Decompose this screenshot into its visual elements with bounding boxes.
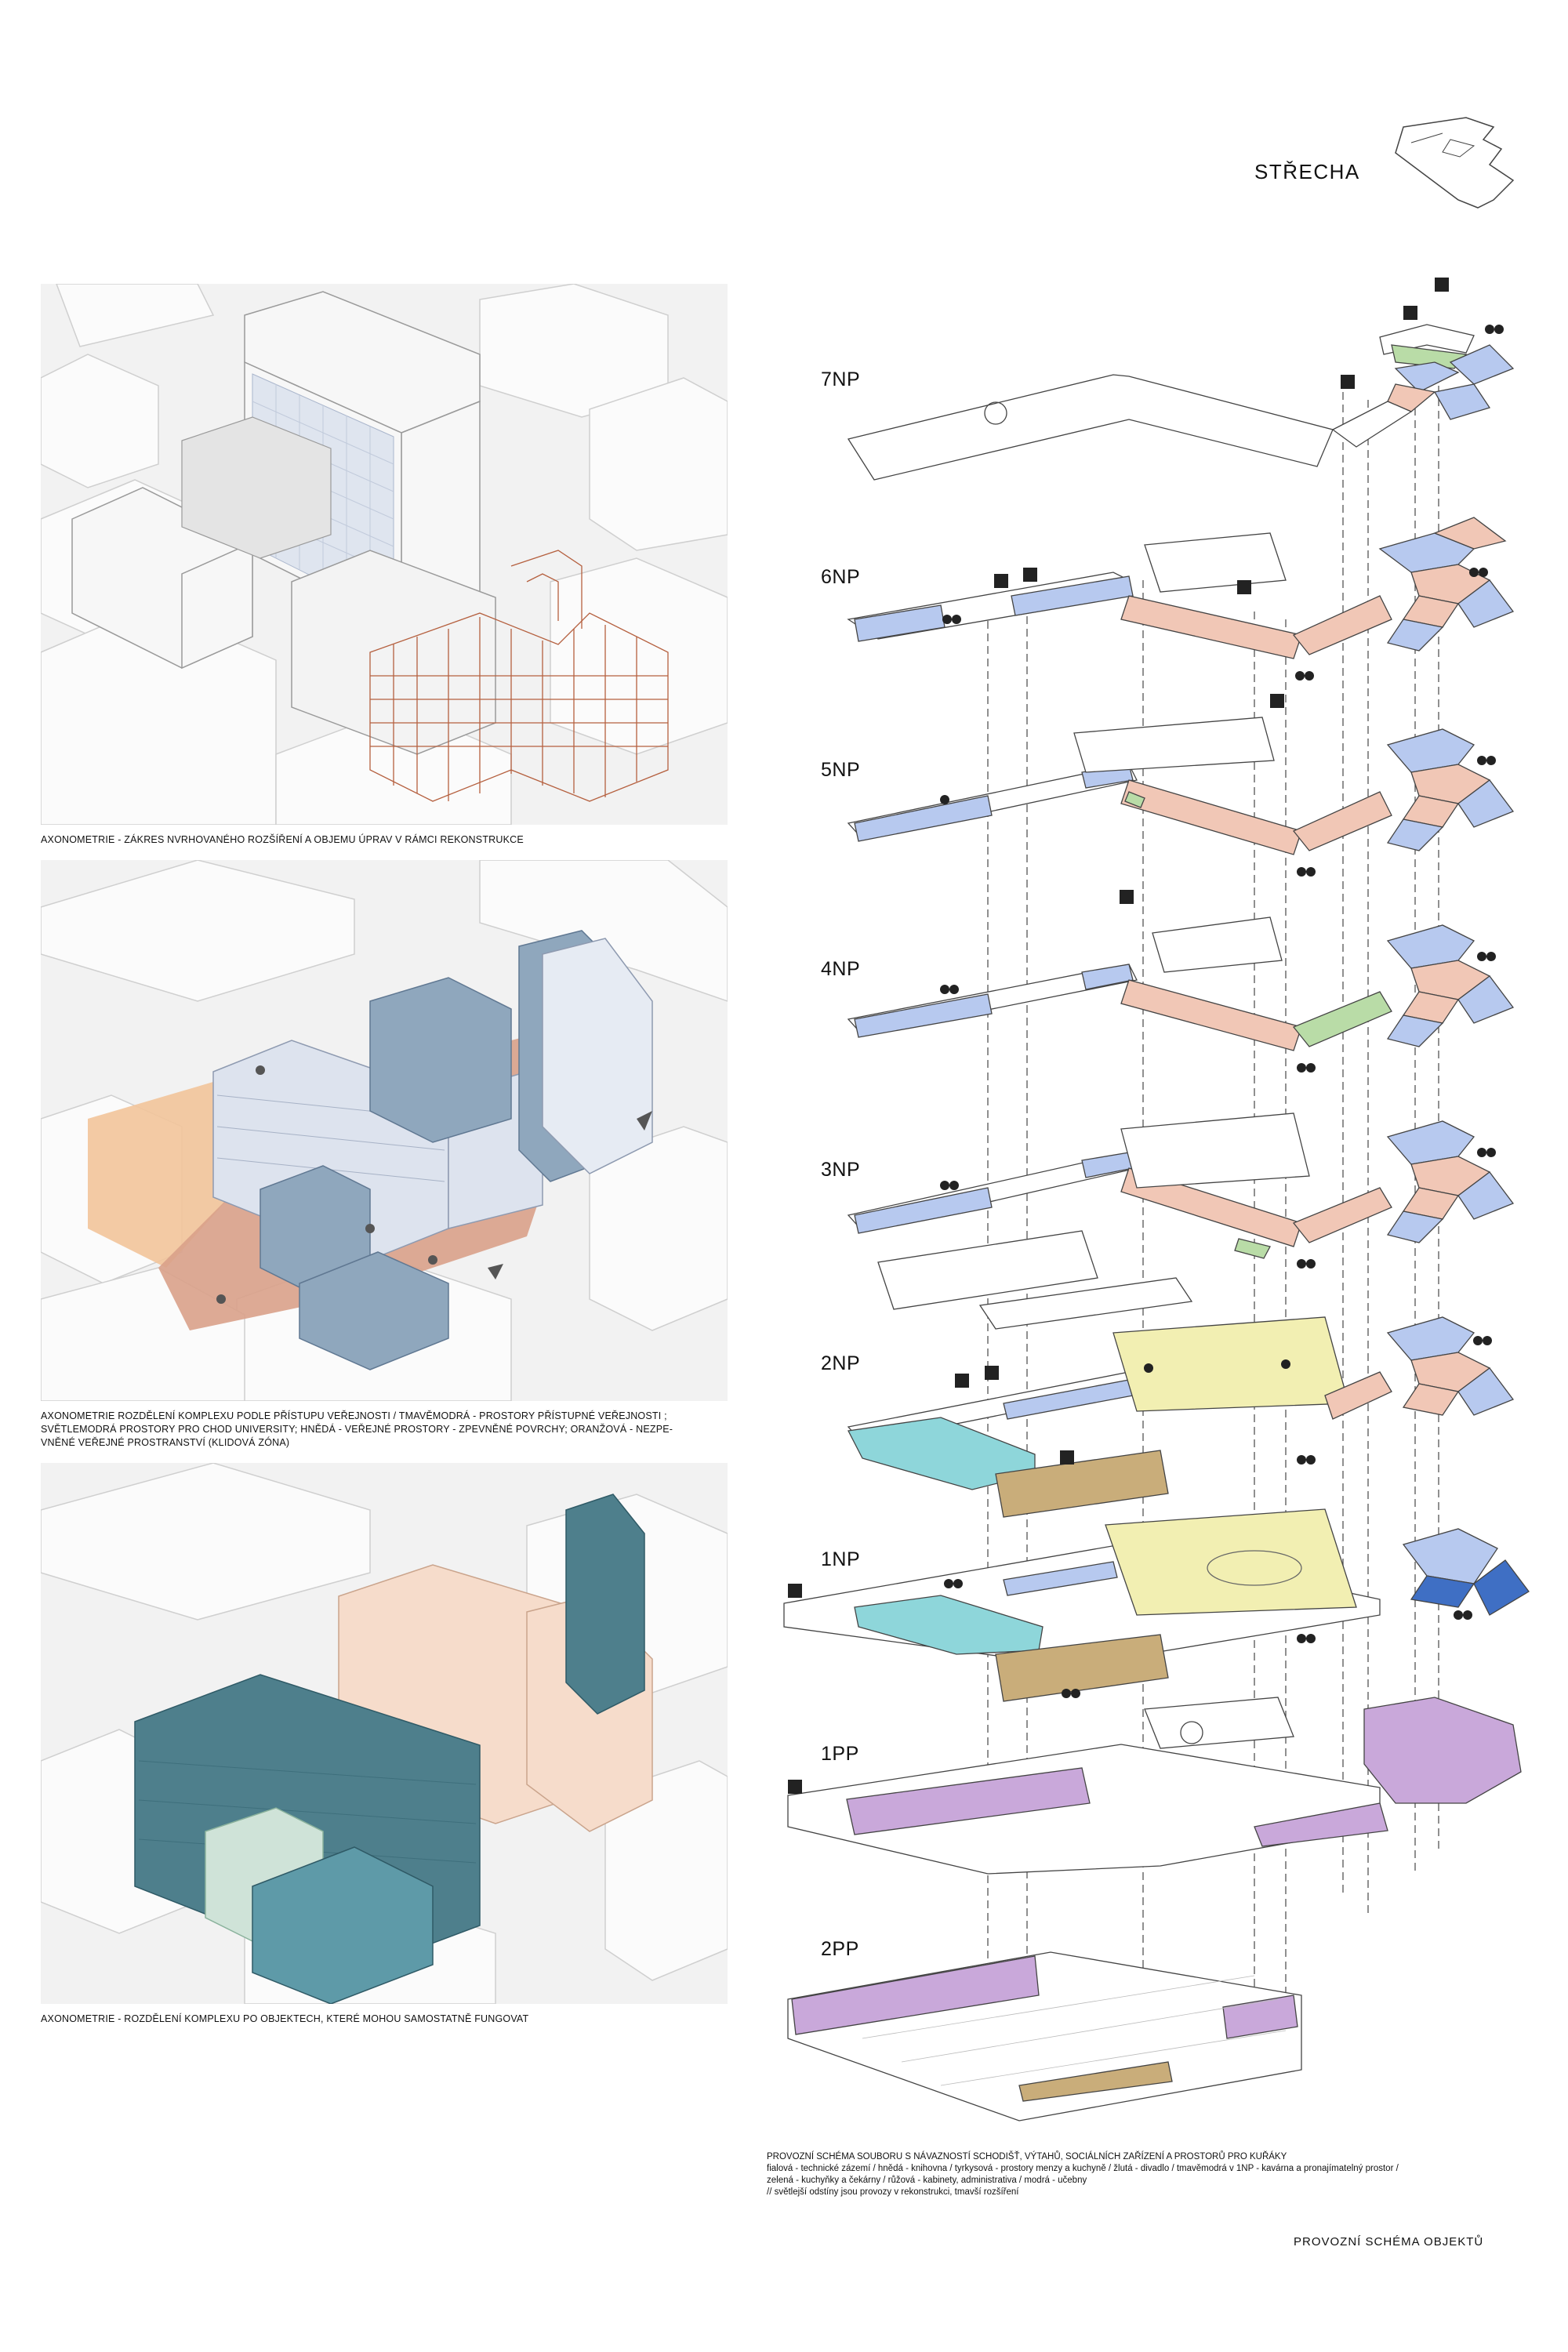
floor-7np-plan [847, 324, 1515, 481]
roof-outline [1395, 117, 1515, 209]
stair-and-wc-pictograms [788, 278, 1504, 1794]
floor-label-6np: 6NP [821, 566, 861, 588]
floor-label-4np: 4NP [821, 958, 861, 980]
floor-label-7np: 7NP [821, 368, 861, 390]
caption-line-3: VNĚNÉ VEŘEJNÉ PROSTRANSTVÍ (KLIDOVÁ ZÓNA… [41, 1437, 290, 1448]
floor-label-2np: 2NP [821, 1352, 861, 1374]
floor-3np-plan [847, 1112, 1515, 1330]
axonometry-extension-drawing [41, 284, 728, 825]
axonometry-public-access-caption: AXONOMETRIE ROZDĚLENÍ KOMPLEXU PODLE PŘÍ… [41, 1410, 746, 1450]
floor-2pp-plan [787, 1951, 1302, 2122]
axonometry-objects-drawing [41, 1463, 728, 2004]
floor-label-1pp: 1PP [821, 1743, 859, 1765]
floor-2np-plan [847, 1316, 1515, 1518]
floor-label-2pp: 2PP [821, 1938, 859, 1960]
axonometry-panel-public-access [41, 860, 728, 1401]
floor-label-1np: 1NP [821, 1548, 861, 1570]
legend-line-3: // světlejší odstíny jsou provozy v reko… [767, 2187, 1019, 2197]
axonometry-panel-extension [41, 284, 728, 825]
orange-zone [88, 1080, 237, 1268]
caption-line-2: SVĚTLEMODRÁ PROSTORY PRO CHOD UNIVERSITY… [41, 1424, 673, 1435]
sheet-title: PROVOZNÍ SCHÉMA OBJEKTŮ [1294, 2235, 1484, 2249]
floor-label-3np: 3NP [821, 1159, 861, 1181]
roof-label: STŘECHA [1254, 160, 1360, 183]
floor-1np-plan [783, 1508, 1530, 1702]
floor-label-5np: 5NP [821, 759, 861, 781]
axonometry-objects-caption: AXONOMETRIE - ROZDĚLENÍ KOMPLEXU PO OBJE… [41, 2013, 529, 2024]
axonometry-public-access-drawing [41, 860, 728, 1401]
legend-line-2: zelená - kuchyňky a čekárny / růžová - k… [767, 2176, 1087, 2185]
axonometry-extension-caption: AXONOMETRIE - ZÁKRES NVRHOVANÉHO ROZŠÍŘE… [41, 834, 524, 845]
floor-1pp-plan [787, 1697, 1522, 1875]
floor-5np-plan [847, 717, 1515, 855]
legend-title: PROVOZNÍ SCHÉMA SOUBORU S NÁVAZNOSTÍ SCH… [767, 2152, 1287, 2161]
axonometry-panel-objects [41, 1463, 728, 2004]
floor-6np-plan [847, 517, 1515, 659]
caption-line-1: AXONOMETRIE ROZDĚLENÍ KOMPLEXU PODLE PŘÍ… [41, 1410, 667, 1421]
floor-4np-plan [847, 916, 1515, 1051]
legend: PROVOZNÍ SCHÉMA SOUBORU S NÁVAZNOSTÍ SCH… [767, 2151, 1519, 2198]
legend-line-1: fialová - technické zázemí / hnědá - kni… [767, 2164, 1399, 2173]
